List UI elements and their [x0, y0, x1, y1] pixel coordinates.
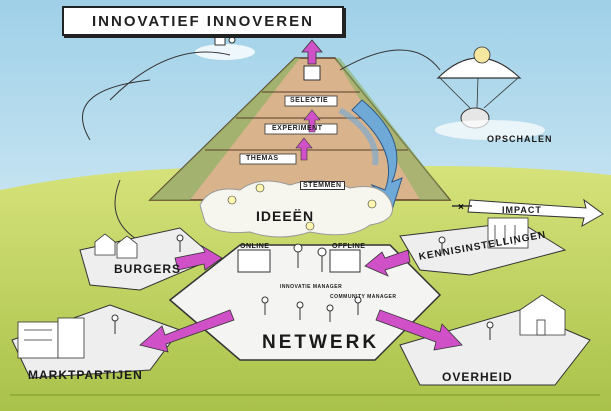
marktpartijen-label: MARKTPARTIJEN: [28, 368, 143, 382]
online-label: ONLINE: [240, 243, 270, 250]
citizen-houses: [94, 233, 138, 259]
network-platform: [168, 244, 442, 361]
people: [111, 234, 494, 340]
community-manager-label: COMMUNITY MANAGER: [330, 294, 397, 300]
arrow-burgers: [174, 244, 223, 271]
knowledge-building: [487, 217, 529, 249]
tier-themas: THEMAS: [246, 155, 279, 162]
tier-stemmen: STEMMEN: [300, 181, 345, 190]
opschalen-label: OPSCHALEN: [487, 134, 553, 144]
tier-experiment: EXPERIMENT: [272, 125, 323, 132]
ideas-label: IDEEËN: [256, 208, 315, 224]
svg-text:×: ×: [458, 202, 464, 213]
arrow-markt: [139, 309, 235, 353]
market-building: [17, 317, 85, 359]
innovation-manager-label: INNOVATIE MANAGER: [280, 284, 343, 290]
arrow-overheid: [375, 309, 463, 351]
impact-label: IMPACT: [502, 205, 542, 215]
overheid-label: OVERHEID: [442, 370, 513, 384]
burgers-label: BURGERS: [114, 262, 182, 276]
tier-selectie: SELECTIE: [290, 97, 329, 104]
impact-arrow: [467, 198, 604, 228]
government-building: [519, 294, 566, 336]
offline-label: OFFLINE: [332, 243, 366, 250]
title-banner: INNOVATIEF INNOVEREN: [62, 6, 344, 36]
network-label: NETWERK: [262, 332, 380, 353]
arrow-kennis: [364, 249, 411, 277]
scale-up-arrow: [351, 99, 403, 212]
ideas-cloud: [199, 180, 393, 238]
page-title: INNOVATIEF INNOVEREN: [92, 12, 314, 30]
summit-arrow: [301, 39, 323, 65]
